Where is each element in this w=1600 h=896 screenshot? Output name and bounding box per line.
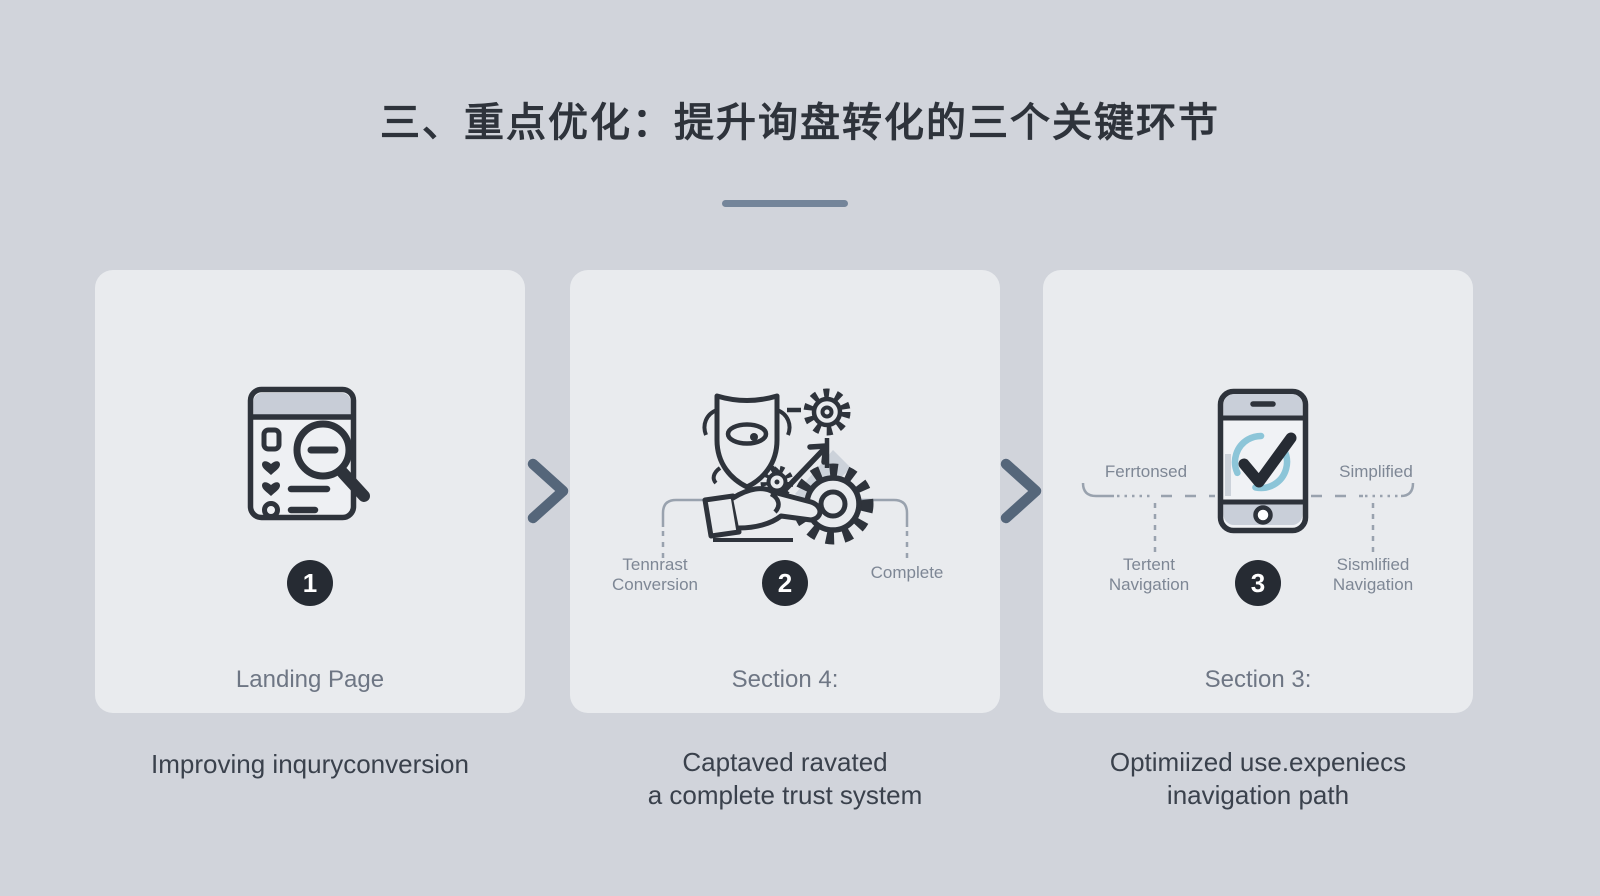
- document-search-icon: [247, 386, 370, 521]
- annotation-top-left: Ferrtonsed: [1104, 462, 1188, 481]
- step-number: 1: [302, 567, 318, 598]
- step-number: 3: [1250, 567, 1266, 598]
- caption-line: Captaved ravated: [682, 747, 888, 777]
- annotation-line: Sismlified: [1336, 555, 1410, 574]
- step-badge-3: 3: [1235, 560, 1281, 606]
- annotation-bottom-right: Sismlified Navigation: [1293, 555, 1453, 595]
- annotation-line: Navigation: [1108, 575, 1190, 594]
- card-landing-page: 1 Landing Page: [95, 270, 525, 713]
- card-title-2: Section 4:: [731, 666, 839, 693]
- card-caption-2: Captaved ravated a complete trust system: [570, 746, 1000, 812]
- annotation-line: Tertent: [1123, 555, 1175, 574]
- phone-check-icon: [1217, 388, 1309, 534]
- caption-line: a complete trust system: [647, 780, 923, 810]
- card-title-1: Landing Page: [235, 666, 385, 693]
- step-badge-2: 2: [762, 560, 808, 606]
- step-badge-1: 1: [287, 560, 333, 606]
- annotation-line: Tennrast: [622, 555, 688, 574]
- page-title: 三、重点优化：提升询盘转化的三个关键环节: [380, 101, 1220, 145]
- card-title-3: Section 3:: [1204, 666, 1312, 693]
- annotation-line: Conversion: [612, 575, 698, 594]
- annotation-line: Navigation: [1332, 575, 1414, 594]
- shield-gears-hand-icon: [702, 388, 874, 545]
- card-caption-1: Improving inquryconversion: [95, 748, 525, 781]
- card-caption-3: Optimiized use.expeniecs inavigation pat…: [1043, 746, 1473, 812]
- caption-line: Improving inquryconversion: [151, 749, 469, 779]
- card-trust-system: Tennrast Conversion Complete 2 Section 4…: [570, 270, 1000, 713]
- annotation-top-right: Simplified: [1339, 462, 1413, 481]
- card-navigation: Ferrtonsed Simplified Tertent Navigation…: [1043, 270, 1473, 713]
- chevron-right-icon: [527, 458, 569, 524]
- caption-line: Optimiized use.expeniecs: [1109, 747, 1407, 777]
- annotation-left: Tennrast Conversion: [580, 555, 730, 595]
- annotation-bottom-left: Tertent Navigation: [1069, 555, 1229, 595]
- title-divider: [722, 200, 848, 207]
- caption-line: inavigation path: [1166, 780, 1350, 810]
- step-number: 2: [777, 567, 793, 598]
- chevron-right-icon: [1000, 458, 1042, 524]
- annotation-right: Complete: [870, 563, 944, 582]
